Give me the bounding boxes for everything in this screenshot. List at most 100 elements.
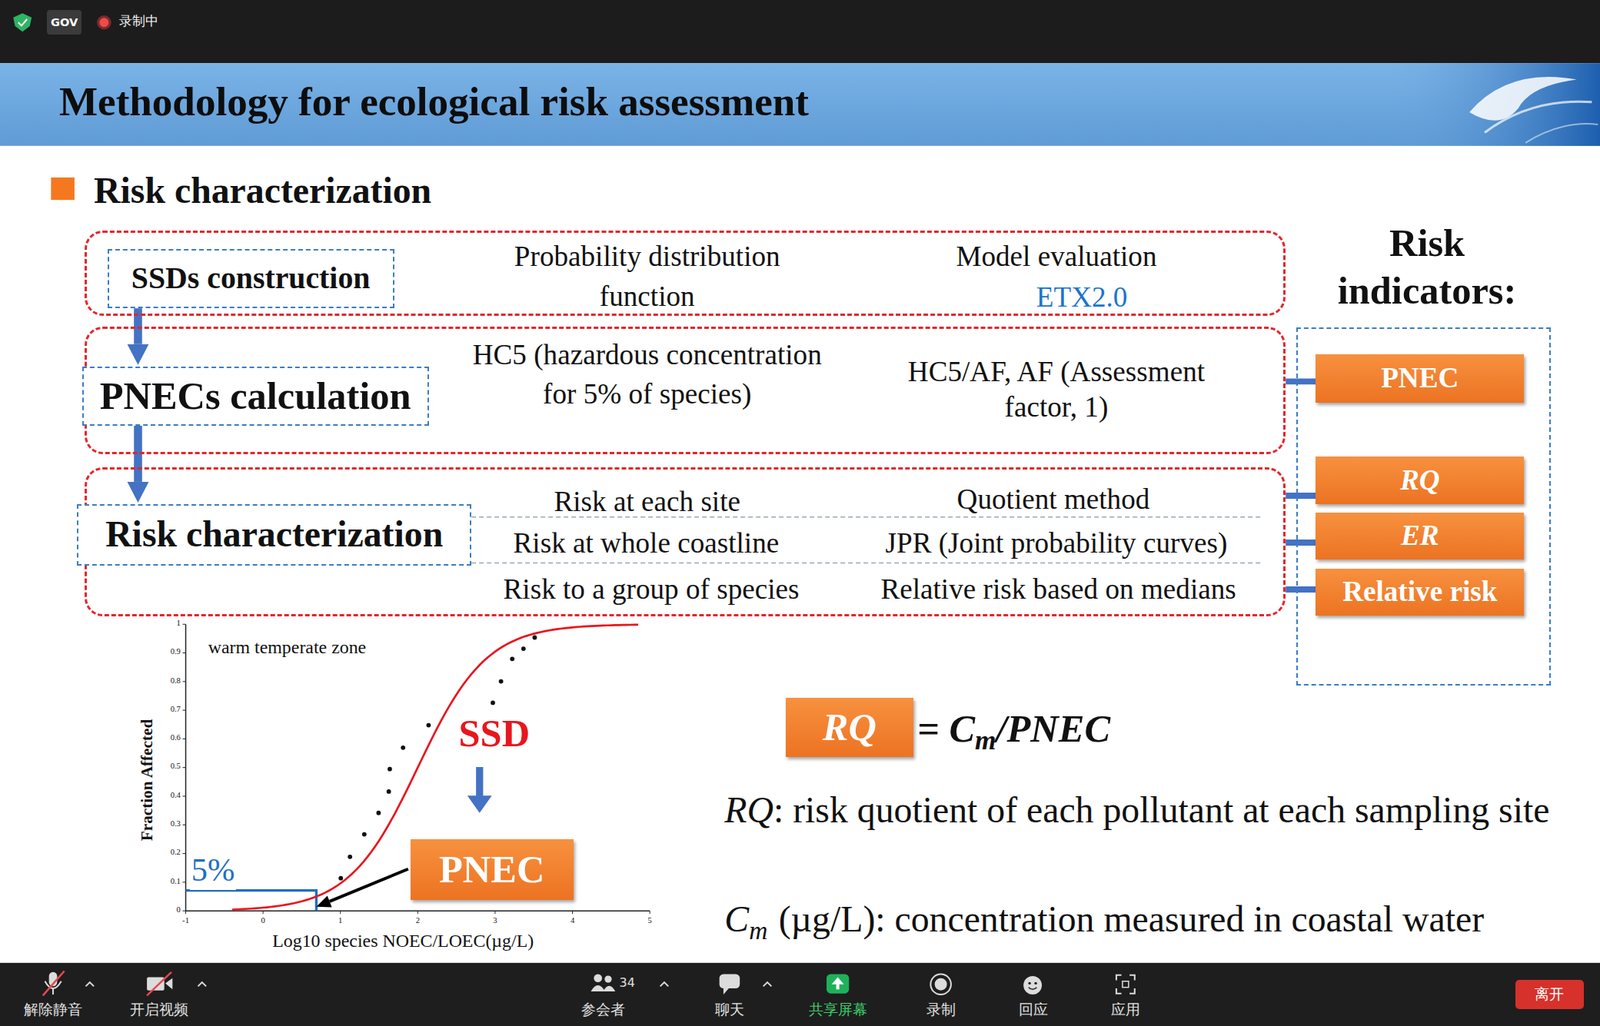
symbol-text: C [724, 898, 749, 940]
leave-button: 离开 [1515, 980, 1584, 1009]
curve-label: SSD [457, 710, 533, 758]
tick-label: 0.2 [149, 848, 181, 859]
participant-count: 34 [619, 975, 651, 991]
node-text: ETX2.0 [979, 280, 1184, 316]
node-text: SSDs construction [131, 261, 371, 297]
data-point [498, 679, 504, 685]
node-text: RQ [822, 705, 877, 750]
indicator-box: ER [1315, 512, 1524, 560]
indicator-link [1285, 378, 1316, 385]
shield-icon [13, 13, 32, 32]
tick-mark [182, 652, 187, 654]
tick-label: 0.3 [149, 819, 181, 830]
slide-title: Methodology for ecological risk assessme… [59, 77, 809, 127]
check-mark [18, 19, 27, 26]
indicator-link [1285, 586, 1316, 593]
toolbar-label: 应用 [1079, 1001, 1171, 1019]
tick-mark [182, 767, 187, 769]
process-row: HC5 (hazardous concentration for 5% of s… [84, 326, 1286, 455]
node-text: HC5/AF, AF (Assessment factor, 1) [893, 354, 1221, 426]
caret-icon [763, 982, 772, 987]
text-line: RQ: risk quotient of each pollutant at e… [724, 785, 1572, 835]
toolbar-label: 回应 [987, 1001, 1080, 1019]
toolbar-label: 共享屏幕 [791, 1001, 884, 1019]
node-text: Model evaluation [893, 239, 1221, 275]
node-text: Risk characterization [105, 513, 443, 556]
node-text: Relative risk based on medians [844, 572, 1273, 608]
tick-label: 5 [636, 916, 664, 927]
toolbar-label: 解除静音 [6, 1001, 99, 1019]
bottom-bar [0, 963, 1600, 1026]
tick-mark [182, 881, 187, 883]
axis-title: Log10 species NOEC/LOEC(µg/L) [234, 930, 572, 953]
gov-badge: GOV [46, 9, 82, 35]
data-point [509, 656, 515, 662]
tick-label: 0.6 [149, 733, 181, 744]
wave-line [1484, 101, 1592, 133]
axis-title: Fraction Affected [138, 719, 158, 842]
indicator-box: PNEC [1315, 354, 1524, 403]
data-point [400, 745, 406, 751]
leader-arrow [329, 869, 409, 902]
node-text: Relative risk [1342, 575, 1497, 609]
text-line: Cm (µg/L): concentration measured in coas… [724, 895, 1592, 949]
tick-mark [182, 738, 187, 740]
chat-icon [719, 974, 741, 995]
top-bar [0, 0, 1600, 64]
node-text: Risk to a group of species [472, 572, 831, 608]
wave-crest [1469, 76, 1577, 121]
process-row: Risk at each siteQuotient methodRisk at … [84, 467, 1286, 617]
node-text: JPR (Joint probability curves) [841, 526, 1271, 562]
data-point [425, 723, 431, 729]
status-text: 录制中 [119, 13, 191, 30]
definition-text: (µg/L): concentration measured in coasta… [778, 898, 1484, 940]
tick-mark [649, 911, 651, 915]
text-line: = Cm/PNEC [917, 704, 1224, 759]
node-text: Probability distribution function [473, 236, 821, 317]
data-point [532, 635, 538, 641]
tick-mark [494, 911, 496, 915]
data-point [387, 767, 393, 772]
indicator-link [1285, 539, 1316, 546]
process-row: Probability distribution function Model e… [84, 230, 1286, 317]
toolbar-label: 聊天 [683, 1001, 776, 1019]
node-text: Risk at each site [469, 485, 827, 520]
caret-icon [197, 982, 207, 987]
toolbar-label: 开启视频 [113, 1001, 205, 1019]
caret-icon [660, 982, 669, 987]
tick-label: 1 [149, 618, 181, 629]
tick-label: 4 [558, 916, 586, 927]
data-point [362, 832, 367, 838]
apps-icon [1116, 975, 1135, 995]
step-box: SSDs construction [107, 249, 395, 309]
data-point [375, 811, 381, 816]
wave-ornament [1387, 63, 1600, 147]
tick-label: 0.9 [149, 647, 181, 658]
data-point [347, 854, 353, 860]
tick-mark [339, 911, 341, 915]
data-point [386, 789, 392, 795]
tick-mark [182, 795, 187, 797]
mic-icon [43, 971, 65, 996]
title-band [0, 63, 1600, 147]
data-point [490, 700, 496, 706]
toolbar-label: 录制 [894, 1001, 987, 1019]
camera-icon [146, 972, 173, 997]
share-icon [826, 974, 849, 994]
tick-mark [182, 824, 187, 826]
formula-text: = C [917, 707, 975, 751]
record-icon [930, 974, 952, 995]
tick-mark [182, 681, 187, 682]
formula-subscript: m [974, 725, 996, 756]
symbol-subscript: m [748, 916, 768, 945]
node-text: Risk indicators: [1309, 219, 1544, 316]
tick-mark [572, 911, 573, 915]
tick-label: -1 [172, 916, 200, 927]
tick-label: 0.4 [149, 791, 181, 802]
tick-mark [182, 624, 187, 626]
section-heading: Risk characterization [93, 168, 625, 213]
data-point [521, 646, 526, 652]
node-text: GOV [50, 16, 78, 30]
data-point [338, 876, 343, 882]
